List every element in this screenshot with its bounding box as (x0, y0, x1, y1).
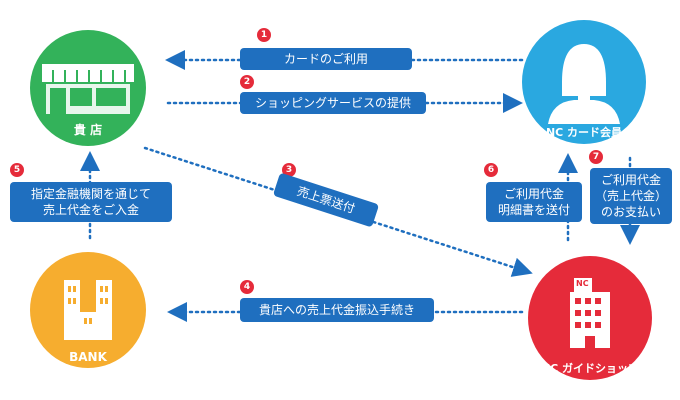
guideshop-node: NC NC ガイドショップ (528, 256, 652, 380)
step-1-badge: 1 (257, 28, 271, 42)
step-5-text: 指定金融機関を通じて 売上代金をご入金 (30, 187, 151, 217)
office-building-icon (570, 278, 610, 348)
step-1-label: カードのご利用 (240, 48, 412, 70)
step-4-text: 貴店への売上代金振込手続き (258, 303, 415, 317)
store-label: 貴 店 (73, 123, 103, 137)
step-5-badge: 5 (10, 163, 24, 177)
step-4-badge: 4 (240, 280, 254, 294)
guideshop-label: NC ガイドショップ (540, 362, 640, 375)
nc-logo: NC (576, 279, 589, 288)
store-node: 貴 店 (30, 30, 146, 146)
step-2-text: ショッピングサービスの提供 (254, 96, 411, 110)
bank-building-icon (64, 280, 112, 340)
step-6-badge: 6 (484, 163, 498, 177)
step-6-text: ご利用代金 明細書を送付 (497, 187, 570, 217)
step-2-badge: 2 (240, 75, 254, 89)
step-6-label: ご利用代金 明細書を送付 (486, 182, 582, 222)
member-label: NC カード会員 (545, 126, 623, 139)
step-5-label: 指定金融機関を通じて 売上代金をご入金 (10, 182, 172, 222)
step-1-text: カードのご利用 (283, 52, 368, 66)
step-2-label: ショッピングサービスの提供 (240, 92, 426, 114)
member-node: NC カード会員 (522, 20, 646, 144)
bank-label: BANK (69, 350, 107, 364)
person-icon (548, 44, 620, 124)
step-7-badge: 7 (589, 150, 603, 164)
bank-node: BANK (30, 252, 146, 368)
arrow-sales-slip (143, 146, 533, 277)
step-7-label: ご利用代金 （売上代金） のお支払い (590, 168, 672, 224)
step-7-text: ご利用代金 （売上代金） のお支払い (594, 173, 667, 219)
step-4-label: 貴店への売上代金振込手続き (240, 298, 434, 322)
storefront-icon (42, 64, 134, 114)
